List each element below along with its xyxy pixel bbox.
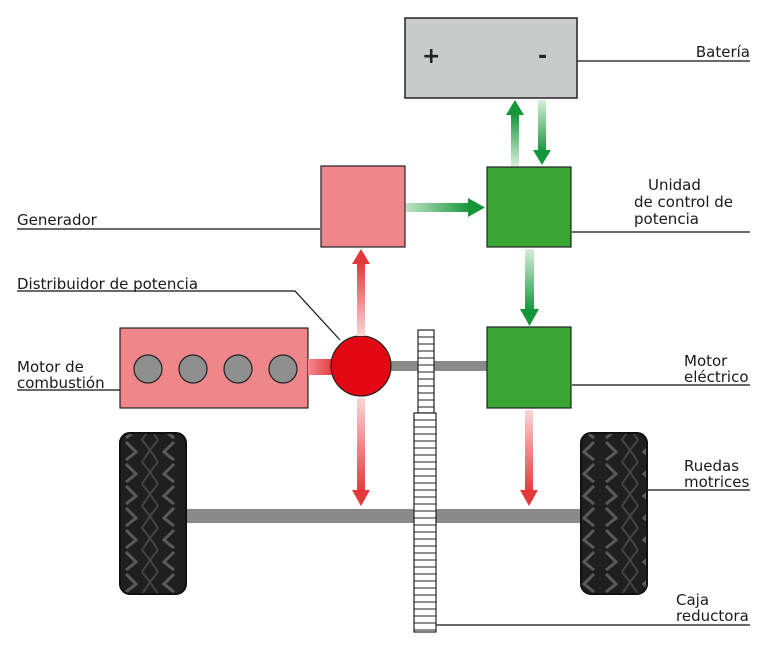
red-arrows <box>352 249 538 506</box>
label-motor-comb-line1: Motor de <box>17 358 84 376</box>
label-ruedas-line2: motrices <box>684 473 750 491</box>
battery <box>404 17 578 99</box>
label-unidad-line1: Unidad <box>648 176 701 194</box>
label-motor-comb-line2: combustión <box>17 374 105 392</box>
label-bateria: Batería <box>695 43 750 61</box>
engine-output-shaft <box>308 359 334 375</box>
combustion-engine <box>119 327 309 409</box>
label-generador: Generador <box>17 211 97 229</box>
power-control-unit <box>486 166 572 248</box>
electric-motor <box>486 326 572 409</box>
green-arrows <box>406 100 551 326</box>
cylinder <box>223 354 253 384</box>
cylinder <box>268 354 298 384</box>
arrow-battery-to-pcu <box>533 100 551 165</box>
label-caja-line1: Caja <box>676 591 710 609</box>
arrow-generator-to-pcu <box>406 198 485 217</box>
label-motor-elec-line2: eléctrico <box>684 368 749 386</box>
arrow-distributor-to-axle <box>352 398 370 506</box>
label-motor-elec-line1: Motor <box>684 352 728 370</box>
label-ruedas-line1: Ruedas <box>684 457 740 475</box>
label-unidad-line3: potencia <box>634 210 699 228</box>
left-wheel <box>119 432 187 595</box>
label-distribuidor: Distribuidor de potencia <box>17 275 199 293</box>
drive-shaft <box>388 361 488 371</box>
arrow-distributor-to-generator <box>352 249 370 336</box>
generator <box>320 165 406 248</box>
label-caja-line2: reductora <box>676 607 749 625</box>
wheel-axle <box>185 509 585 523</box>
leader-distribuidor <box>17 290 341 341</box>
leader-lines <box>17 60 750 626</box>
cylinder <box>178 354 208 384</box>
reduction-gear <box>413 329 437 633</box>
battery-plus-sign: + <box>422 44 441 69</box>
power-distributor <box>330 335 392 397</box>
battery-minus-sign: - <box>538 44 548 69</box>
gear-segment <box>413 412 437 633</box>
arrow-pcu-to-motor <box>520 249 539 326</box>
arrow-motor-to-axle <box>520 410 538 506</box>
cylinder <box>133 354 163 384</box>
arrow-pcu-to-battery <box>506 100 524 166</box>
label-unidad-line2: de control de <box>634 193 734 211</box>
right-wheel <box>580 432 648 595</box>
